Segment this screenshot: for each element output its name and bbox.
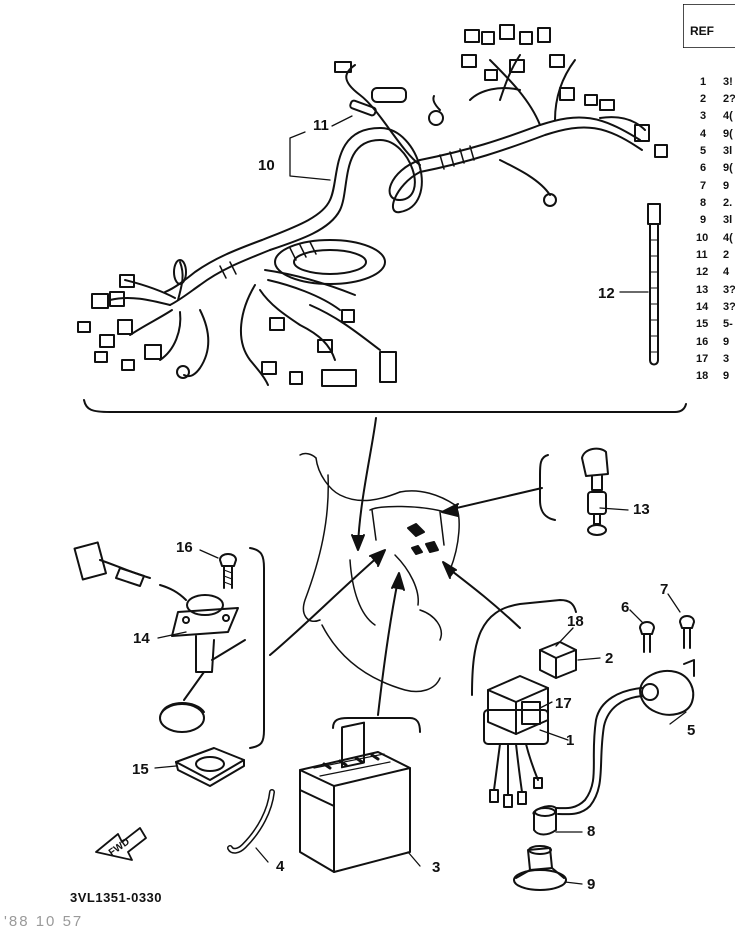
callout-4: 4 — [276, 858, 285, 875]
ref-num: 14 — [696, 301, 709, 313]
date-stamp: '88 10 57 — [4, 913, 84, 930]
ref-num: 17 — [696, 353, 709, 365]
ref-num: 13 — [696, 284, 709, 296]
ref-code: 3? — [723, 301, 735, 313]
screw-7 — [679, 615, 695, 649]
ref-num: 4 — [700, 128, 707, 140]
ref-code: 5- — [723, 318, 733, 330]
ref-num: 1 — [700, 76, 707, 88]
ref-num: 18 — [696, 370, 709, 382]
ref-code: 2. — [723, 197, 733, 209]
leader-harness — [357, 417, 377, 546]
leader-plug — [447, 487, 543, 511]
ref-code: 9( — [723, 128, 733, 140]
leader-fuel-arrowhead — [369, 549, 386, 567]
bracket-plug — [539, 454, 556, 521]
ref-num: 5 — [700, 145, 707, 157]
cable-tie — [647, 203, 661, 366]
bracket-relay — [471, 599, 577, 696]
ref-code: 3l — [723, 145, 733, 157]
wire-harness — [77, 24, 668, 387]
ref-code: 3? — [723, 284, 735, 296]
ref-code: 4 — [723, 266, 730, 278]
callout-16: 16 — [176, 539, 193, 556]
sender-bolt — [219, 553, 237, 589]
callout-17: 17 — [555, 695, 572, 712]
fuse — [349, 99, 377, 117]
ref-num: 10 — [696, 232, 709, 244]
leader-plug-arrowhead — [441, 503, 459, 517]
ref-num: 3 — [700, 110, 707, 122]
ref-code: 9 — [723, 370, 730, 382]
fuel-sender-gasket — [175, 747, 245, 787]
ref-code: 9 — [723, 336, 730, 348]
relay-cover — [521, 701, 541, 725]
battery-breather-hose — [227, 789, 275, 854]
ref-num: 16 — [696, 336, 709, 348]
ref-code: 3! — [723, 76, 733, 88]
callout-1: 1 — [566, 732, 575, 749]
callout-leaders — [154, 115, 687, 885]
callout-11: 11 — [313, 117, 329, 134]
ref-num: 8 — [700, 197, 707, 209]
callout-5: 5 — [687, 722, 696, 739]
grommet-8 — [532, 805, 557, 836]
ref-num: 2 — [700, 93, 707, 105]
leader-relay — [447, 567, 521, 629]
bracket-battery — [332, 717, 421, 733]
bracket-fuel — [249, 547, 265, 749]
ref-table-header: REF — [690, 24, 714, 38]
battery — [299, 721, 411, 873]
callout-15: 15 — [132, 761, 149, 778]
ref-num: 12 — [696, 266, 709, 278]
ref-code: 4( — [723, 232, 733, 244]
ref-num: 11 — [696, 249, 708, 261]
callout-12: 12 — [598, 285, 615, 302]
fwd-arrow-icon — [95, 827, 147, 861]
ref-num: 6 — [700, 162, 707, 174]
callout-2: 2 — [605, 650, 614, 667]
callout-8: 8 — [587, 823, 596, 840]
ref-code: 4( — [723, 110, 733, 122]
relay-unit — [483, 675, 549, 808]
diagram-code: 3VL1351-0330 — [70, 890, 163, 905]
callout-18: 18 — [567, 613, 584, 630]
ref-num: 9 — [700, 214, 707, 226]
ref-code: 9( — [723, 162, 733, 174]
spark-plug-cap — [581, 447, 609, 536]
ref-num: 15 — [696, 318, 709, 330]
ref-num: 7 — [700, 180, 707, 192]
callout-6: 6 — [621, 599, 630, 616]
harness-bracket — [83, 399, 687, 413]
leader-battery-arrowhead — [391, 572, 405, 591]
leader-relay-arrowhead — [442, 561, 457, 579]
ref-code: 2 — [723, 249, 730, 261]
ref-code: 9 — [723, 180, 730, 192]
pickup-coil — [555, 659, 695, 816]
starter-relay — [539, 641, 577, 679]
scooter-outline — [299, 452, 460, 693]
callout-3: 3 — [432, 859, 441, 876]
screw-6 — [639, 621, 655, 653]
cap-9 — [513, 845, 567, 891]
ref-table-border — [683, 4, 735, 48]
callout-14: 14 — [133, 630, 150, 647]
callout-9: 9 — [587, 876, 596, 893]
callout-13: 13 — [633, 501, 650, 518]
hidden-parts-marker — [407, 523, 439, 555]
leader-battery — [377, 579, 399, 716]
callout-7: 7 — [660, 581, 669, 598]
callout-10: 10 — [258, 157, 275, 174]
ref-code: 3l — [723, 214, 733, 226]
leader-fuel — [269, 554, 381, 656]
ref-code: 2? — [723, 93, 735, 105]
ref-code: 3 — [723, 353, 730, 365]
fuel-sender-unit — [73, 541, 246, 733]
leader-harness-arrowhead — [351, 534, 365, 551]
